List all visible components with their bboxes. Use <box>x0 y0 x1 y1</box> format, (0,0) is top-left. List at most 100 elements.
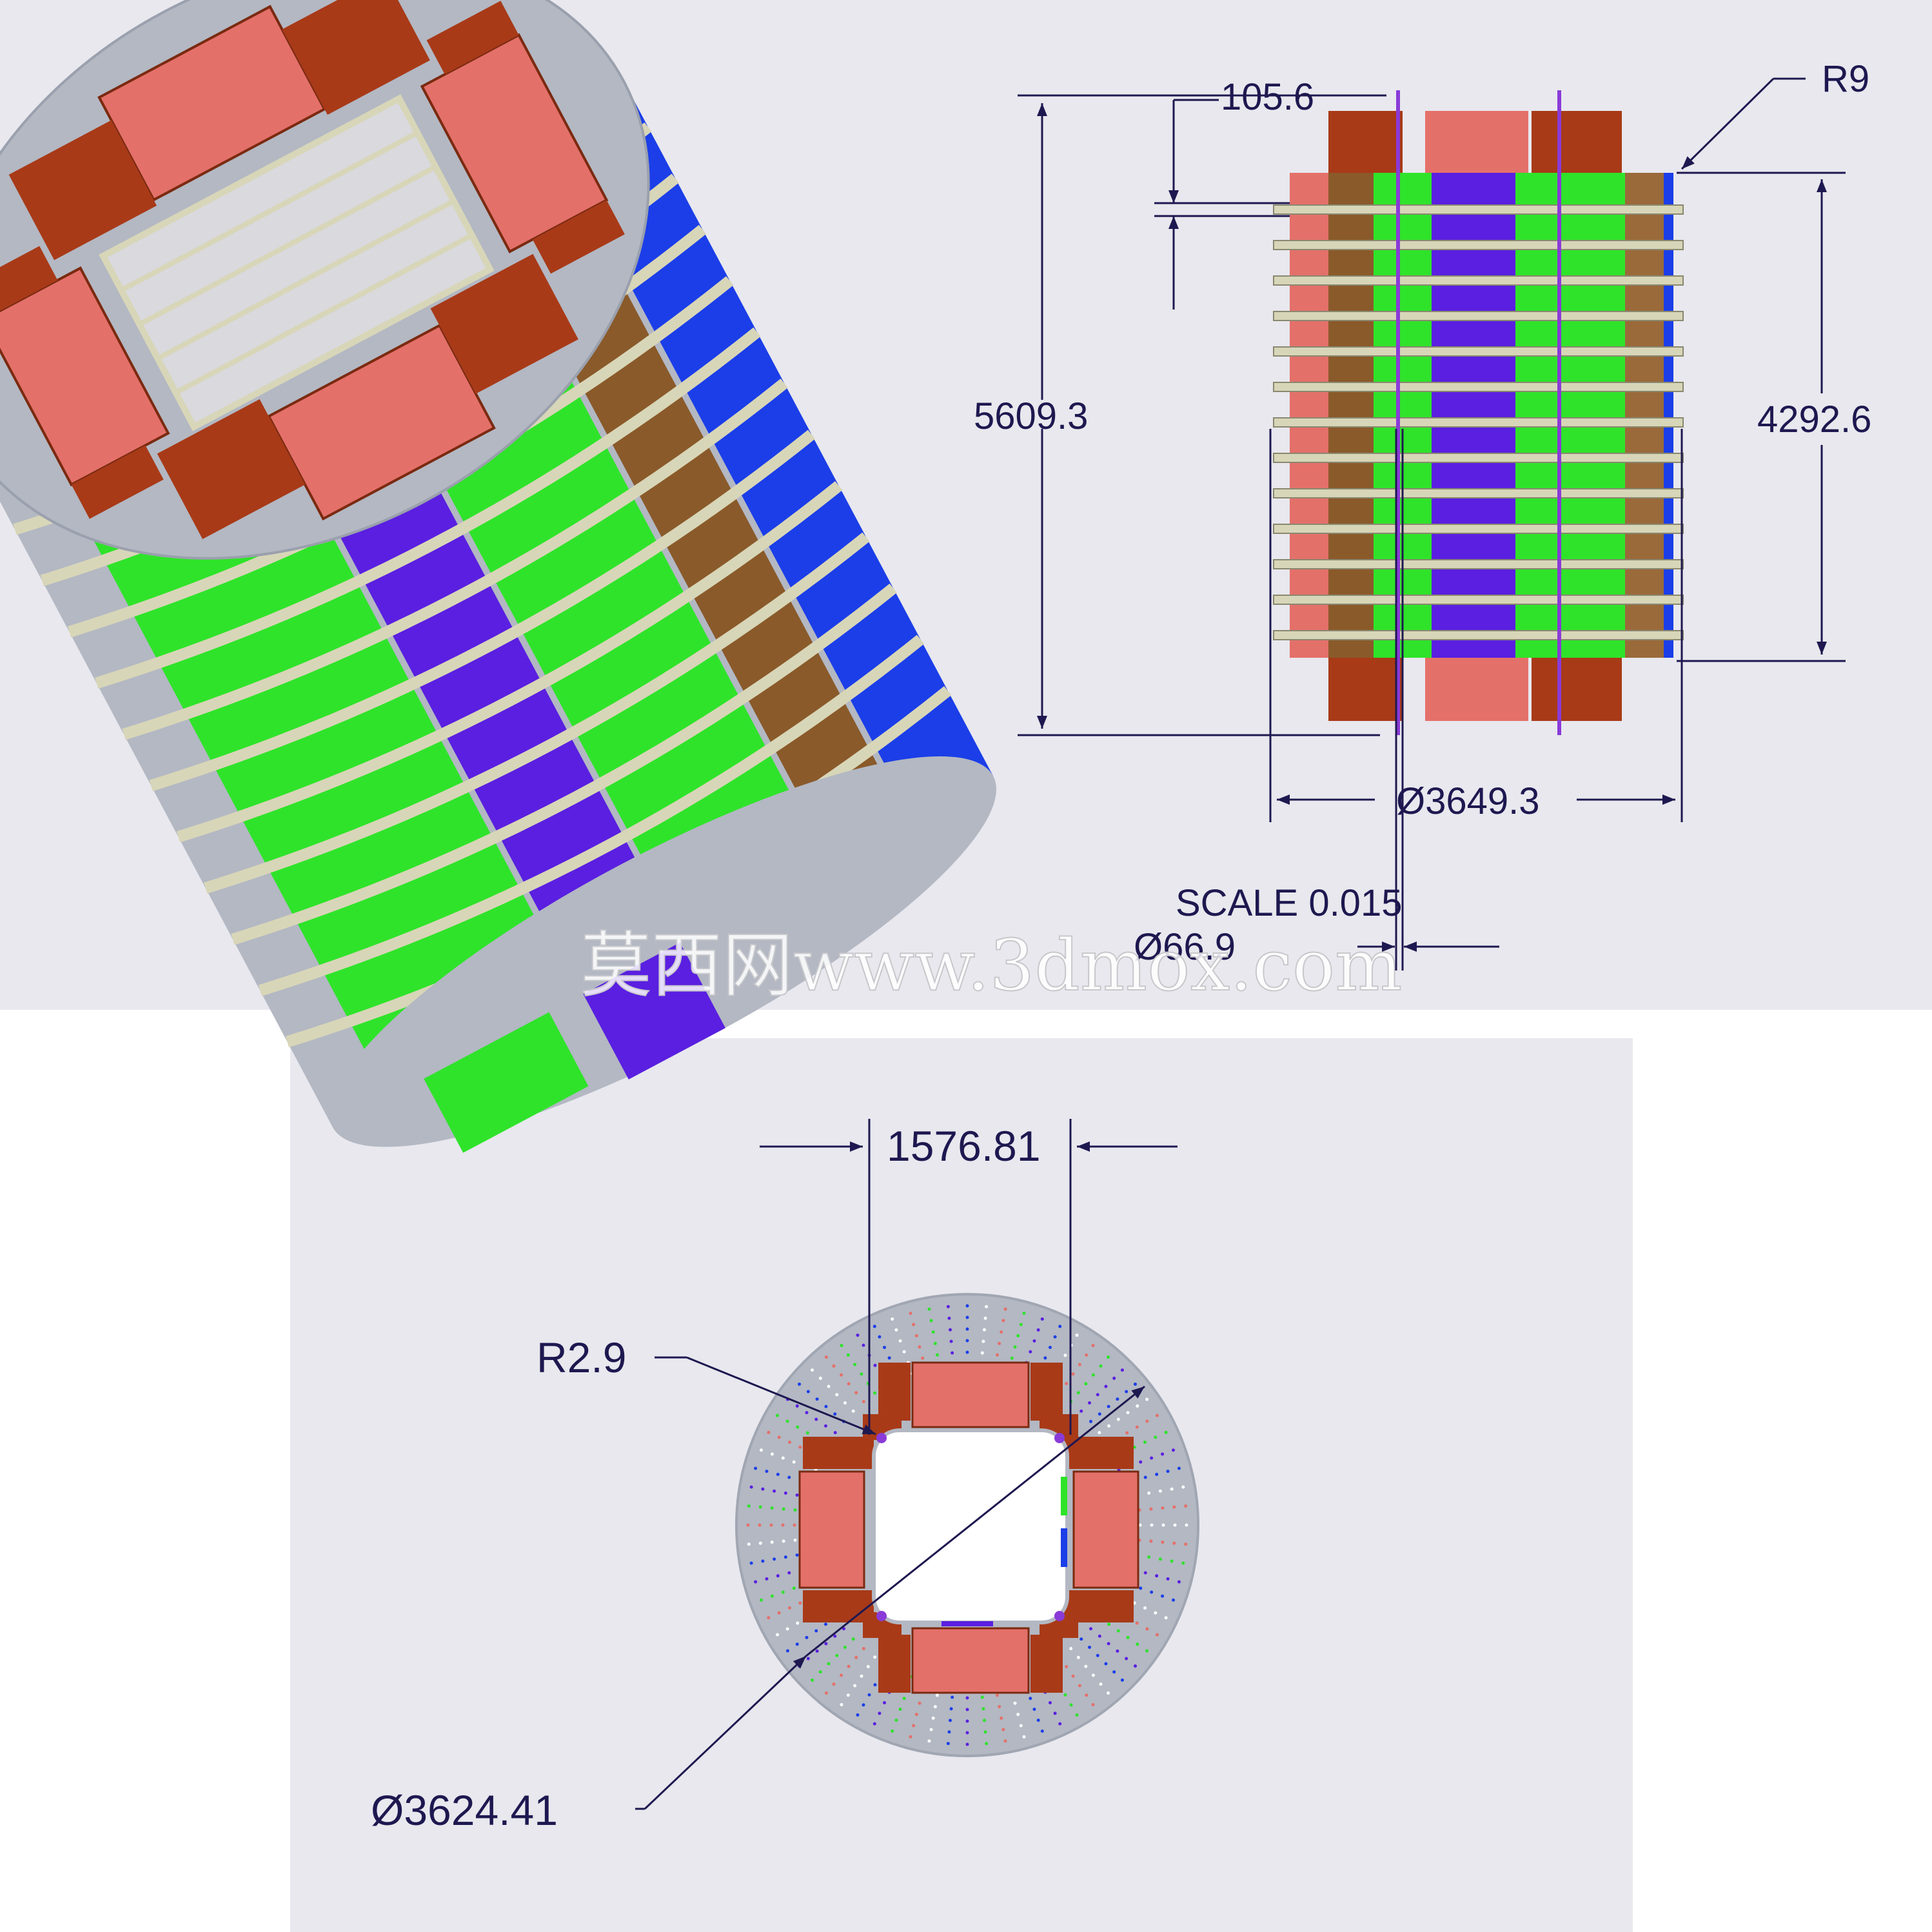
spacer-dot <box>758 1541 762 1545</box>
spacer-dot <box>1078 1363 1081 1366</box>
front-col-green-right <box>1515 173 1625 658</box>
spacer-dot <box>1063 1354 1067 1357</box>
dim-top-offset: 105.6 <box>1221 76 1314 118</box>
spacer-dot <box>965 1339 969 1343</box>
spacer-dot <box>796 1425 800 1429</box>
spacer-dot <box>746 1523 750 1527</box>
spacer-dot <box>965 1731 969 1735</box>
spacer-dot <box>1053 1711 1057 1715</box>
spacer-dot <box>776 1574 780 1578</box>
spacer-dot <box>872 1722 876 1726</box>
spacer-dot <box>1143 1606 1147 1610</box>
spacer-dot <box>862 1399 865 1403</box>
spacer-dot <box>811 1368 814 1372</box>
spacer-dot <box>784 1491 787 1495</box>
front-band <box>1273 630 1684 640</box>
spacer-dot <box>1133 1664 1137 1668</box>
spacer-dot <box>785 1419 789 1423</box>
spacer-dot <box>862 1647 865 1651</box>
spacer-dot <box>1016 1334 1020 1337</box>
spacer-dot <box>776 1472 780 1476</box>
spacer-dot <box>784 1555 787 1559</box>
top-view <box>735 1293 1199 1757</box>
spacer-dot <box>793 1538 797 1542</box>
spacer-dot <box>758 1523 762 1527</box>
spacer-dot <box>1184 1504 1188 1508</box>
spacer-dot <box>878 1711 882 1715</box>
spacer-dot <box>933 1705 937 1709</box>
spacer-dot <box>1107 1424 1111 1428</box>
spacer-dot <box>965 1696 969 1700</box>
spacer-dot <box>980 1695 984 1699</box>
spacer-dot <box>749 1561 753 1565</box>
spacer-dot <box>1036 1328 1040 1332</box>
spacer-dot <box>1048 1701 1052 1705</box>
spacer-dot <box>840 1673 843 1677</box>
spacer-dot <box>795 1553 799 1557</box>
spacer-dot <box>883 1345 887 1349</box>
spacer-dot <box>796 1621 800 1625</box>
front-band <box>1273 559 1684 569</box>
spacer-dot <box>761 1487 765 1491</box>
spacer-dot <box>761 1559 765 1563</box>
spacer-dot <box>1088 1401 1092 1405</box>
spacer-dot <box>1116 1649 1119 1653</box>
spacer-dot <box>947 1730 951 1734</box>
spacer-dot <box>1107 1355 1110 1359</box>
spacer-dot <box>749 1485 753 1489</box>
spacer-dot <box>815 1649 819 1653</box>
spacer-dot <box>765 1470 769 1474</box>
spacer-dot <box>806 1390 810 1394</box>
spacer-dot <box>747 1504 751 1508</box>
spacer-dot <box>898 1339 902 1343</box>
spacer-dot <box>1177 1580 1181 1584</box>
spacer-dot <box>981 1707 985 1711</box>
dim-overall-height: 5609.3 <box>974 395 1088 437</box>
spacer-dot <box>1069 1647 1073 1651</box>
top-corner-rods <box>876 1433 1065 1621</box>
spacer-dot <box>1040 1317 1044 1321</box>
spacer-dot <box>824 1691 828 1695</box>
front-bands <box>1273 204 1684 640</box>
spacer-dot <box>1150 1590 1154 1594</box>
spacer-dot <box>860 1674 863 1678</box>
spacer-dot <box>873 1391 877 1395</box>
spacer-dot <box>754 1580 758 1584</box>
spacer-dot <box>1181 1485 1185 1489</box>
dim-front-diameter: Ø3649.3 <box>1396 780 1540 822</box>
spacer-dot <box>1173 1523 1177 1527</box>
spacer-dot <box>887 1356 891 1360</box>
spacer-dot <box>949 1339 953 1343</box>
top-window-green-strip <box>1061 1477 1067 1515</box>
iso-window-rods <box>120 130 473 395</box>
iso-winding-blocks <box>0 0 625 539</box>
spacer-dot <box>1048 1345 1052 1349</box>
spacer-dot <box>1120 1368 1124 1372</box>
spacer-dot <box>1069 1703 1073 1707</box>
dim-outer-diameter: Ø3624.41 <box>371 1786 558 1834</box>
front-rods <box>1396 90 1561 735</box>
spacer-dot <box>846 1353 850 1357</box>
spacer-dot <box>818 1376 822 1380</box>
front-top-windings <box>1328 111 1622 173</box>
spacer-dot <box>1158 1489 1162 1493</box>
spacer-dot <box>1089 1419 1093 1423</box>
front-band <box>1273 240 1684 250</box>
spacer-dot <box>914 1713 918 1717</box>
spacer-dot <box>1071 1674 1075 1678</box>
spacer-dot <box>1145 1397 1149 1401</box>
spacer-dot <box>1029 1697 1032 1700</box>
front-band <box>1273 204 1684 215</box>
spacer-dot <box>949 1719 952 1722</box>
spacer-dot <box>760 1598 764 1602</box>
spacer-dot <box>1010 1356 1014 1360</box>
spacer-dot <box>1099 1682 1103 1686</box>
spacer-dot <box>1136 1404 1139 1408</box>
spacer-dot <box>782 1539 785 1543</box>
spacer-dot <box>773 1489 776 1493</box>
spacer-dot <box>1065 1381 1069 1385</box>
spacer-dot <box>1099 1364 1103 1368</box>
spacer-dot <box>824 1405 828 1408</box>
spacer-dot <box>1170 1487 1174 1491</box>
spacer-dot <box>827 1662 831 1666</box>
